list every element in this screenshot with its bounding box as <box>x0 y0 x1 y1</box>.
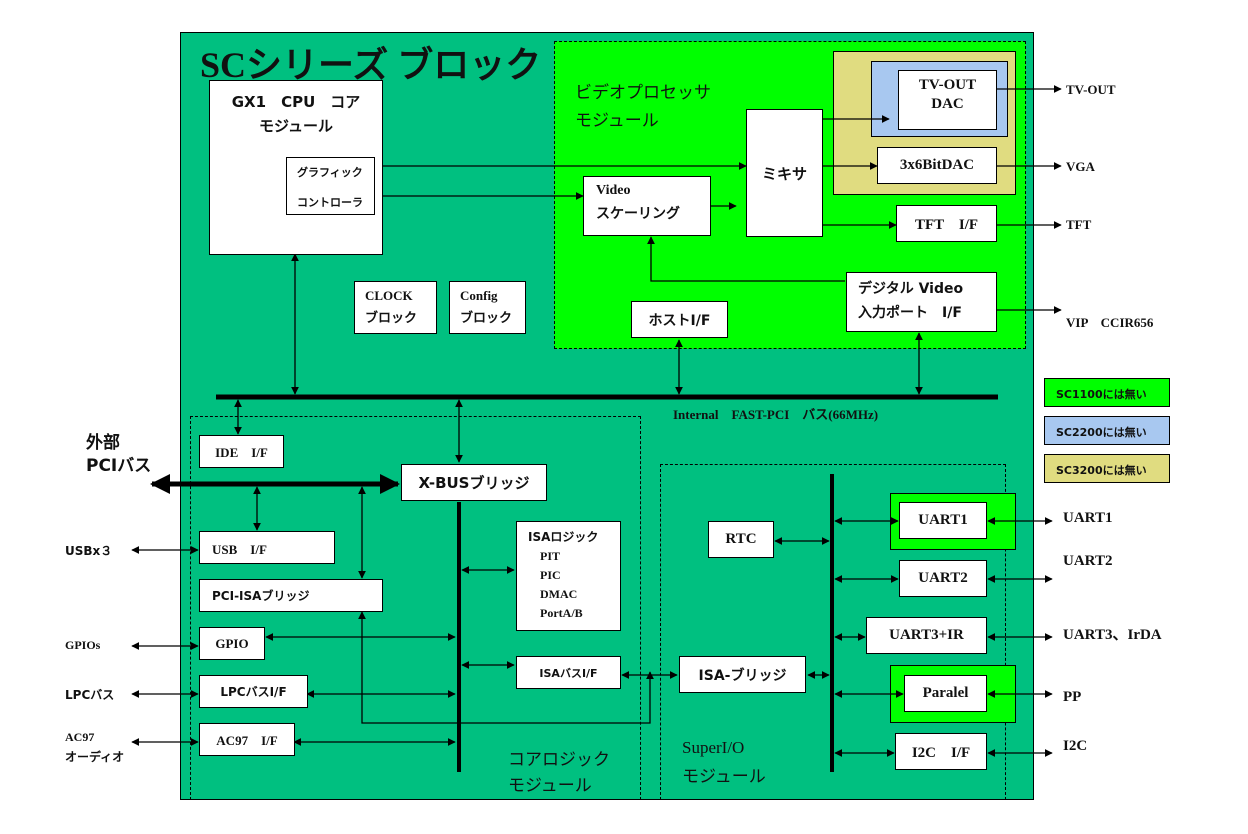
legend-item-sc1100: SC1100には無い <box>1044 378 1170 407</box>
external-usb: USBx３ <box>65 544 113 558</box>
isa-logic: ISAロジック PIT PIC DMAC PortA/B <box>516 521 621 631</box>
video-module-title-line2: モジュール <box>575 111 659 131</box>
isa-bus-if: ISAバスI/F <box>516 656 621 689</box>
host-if: ホストI/F <box>631 301 728 338</box>
external-ac97-line1: AC97 <box>65 730 95 744</box>
legend-label: SC2200には無い <box>1056 426 1147 439</box>
cpu-title-line2: モジュール <box>259 117 333 135</box>
digital-video-input-port: デジタル Video 入力ポート I/F <box>846 272 997 332</box>
output-uart3-irda: UART3、IrDA <box>1063 627 1162 643</box>
digital-video-line2: 入力ポート I/F <box>858 305 962 321</box>
config-line2: ブロック <box>460 311 513 326</box>
external-gpios: GPIOs <box>65 638 101 652</box>
output-tft: TFT <box>1066 217 1092 232</box>
external-pci-line1: 外部 <box>86 433 120 453</box>
rtc: RTC <box>708 521 774 558</box>
external-ac97-line2: オーディオ <box>65 750 125 764</box>
uart1: UART1 <box>899 502 987 539</box>
ac97-if: AC97 I/F <box>199 723 295 756</box>
xbus-bridge: X-BUSブリッジ <box>401 464 547 501</box>
core-logic-title-line1: コアロジック <box>508 750 610 770</box>
cpu-title-line1: GX1 CPU コア <box>231 93 361 111</box>
digital-video-line1: デジタル Video <box>858 281 964 297</box>
isa-bridge: ISA-ブリッジ <box>679 656 806 693</box>
graphics-line2: コントローラ <box>297 196 363 209</box>
legend-item-sc3200: SC3200には無い <box>1044 454 1170 483</box>
clock-block: CLOCK ブロック <box>354 281 437 334</box>
clock-line2: ブロック <box>365 311 418 326</box>
legend-label: SC3200には無い <box>1056 464 1147 477</box>
bit-dac: 3x6BitDAC <box>877 147 997 184</box>
isa-logic-item: PIC <box>540 568 561 582</box>
config-block: Config ブロック <box>449 281 526 334</box>
superio-title-line2: モジュール <box>682 767 766 787</box>
pci-isa-bridge: PCI-ISAブリッジ <box>199 579 383 612</box>
core-logic-module <box>190 416 641 800</box>
output-vga: VGA <box>1066 159 1095 174</box>
legend-label: SC1100には無い <box>1056 388 1147 401</box>
scaling-line1: Video <box>596 183 631 198</box>
mixer: ミキサ <box>746 109 823 237</box>
tvout-dac: TV-OUT DAC <box>898 70 997 130</box>
config-line1: Config <box>460 288 498 303</box>
video-scaling: Video スケーリング <box>583 176 711 236</box>
diagram-title: SCシリーズ ブロック <box>200 45 542 85</box>
uart3-ir: UART3+IR <box>866 617 987 654</box>
graphics-line1: グラフィック <box>297 166 363 179</box>
tvout-line2: DAC <box>931 96 964 112</box>
scaling-line2: スケーリング <box>596 206 680 222</box>
output-uart1: UART1 <box>1063 510 1113 526</box>
legend: SC1100には無い SC2200には無い SC3200には無い <box>1044 378 1170 483</box>
internal-bus-label: Internal FAST-PCI バス(66MHz) <box>673 407 879 422</box>
i2c-if: I2C I/F <box>895 733 987 770</box>
graphics-controller: グラフィック コントローラ <box>286 157 375 215</box>
tft-if: TFT I/F <box>896 205 997 242</box>
superio-title-line1: SuperI/O <box>682 738 745 757</box>
ide-if: IDE I/F <box>199 435 284 468</box>
output-i2c: I2C <box>1063 738 1088 754</box>
usb-if: USB I/F <box>199 531 335 564</box>
isa-logic-item: DMAC <box>540 587 578 601</box>
tvout-line1: TV-OUT <box>918 77 977 93</box>
output-uart2: UART2 <box>1063 553 1113 569</box>
legend-item-sc2200: SC2200には無い <box>1044 416 1170 445</box>
isa-logic-item: PortA/B <box>540 606 583 620</box>
video-module-title-line1: ビデオプロセッサ <box>575 83 711 103</box>
superio-module <box>660 464 1006 800</box>
output-vip: VIP CCIR656 <box>1066 315 1154 330</box>
output-pp: PP <box>1063 689 1082 705</box>
external-lpc: LPCバス <box>65 688 115 702</box>
paralel: Paralel <box>904 675 987 712</box>
lpc-bus-if: LPCバスI/F <box>199 675 308 708</box>
isa-logic-title: ISAロジック <box>528 530 599 544</box>
uart2: UART2 <box>899 560 987 597</box>
external-pci-line2: PCIバス <box>86 456 152 476</box>
gpio: GPIO <box>199 627 265 660</box>
isa-logic-item: PIT <box>540 549 561 563</box>
clock-line1: CLOCK <box>365 288 413 303</box>
core-logic-title-line2: モジュール <box>508 776 592 796</box>
output-tvout: TV-OUT <box>1066 82 1116 97</box>
